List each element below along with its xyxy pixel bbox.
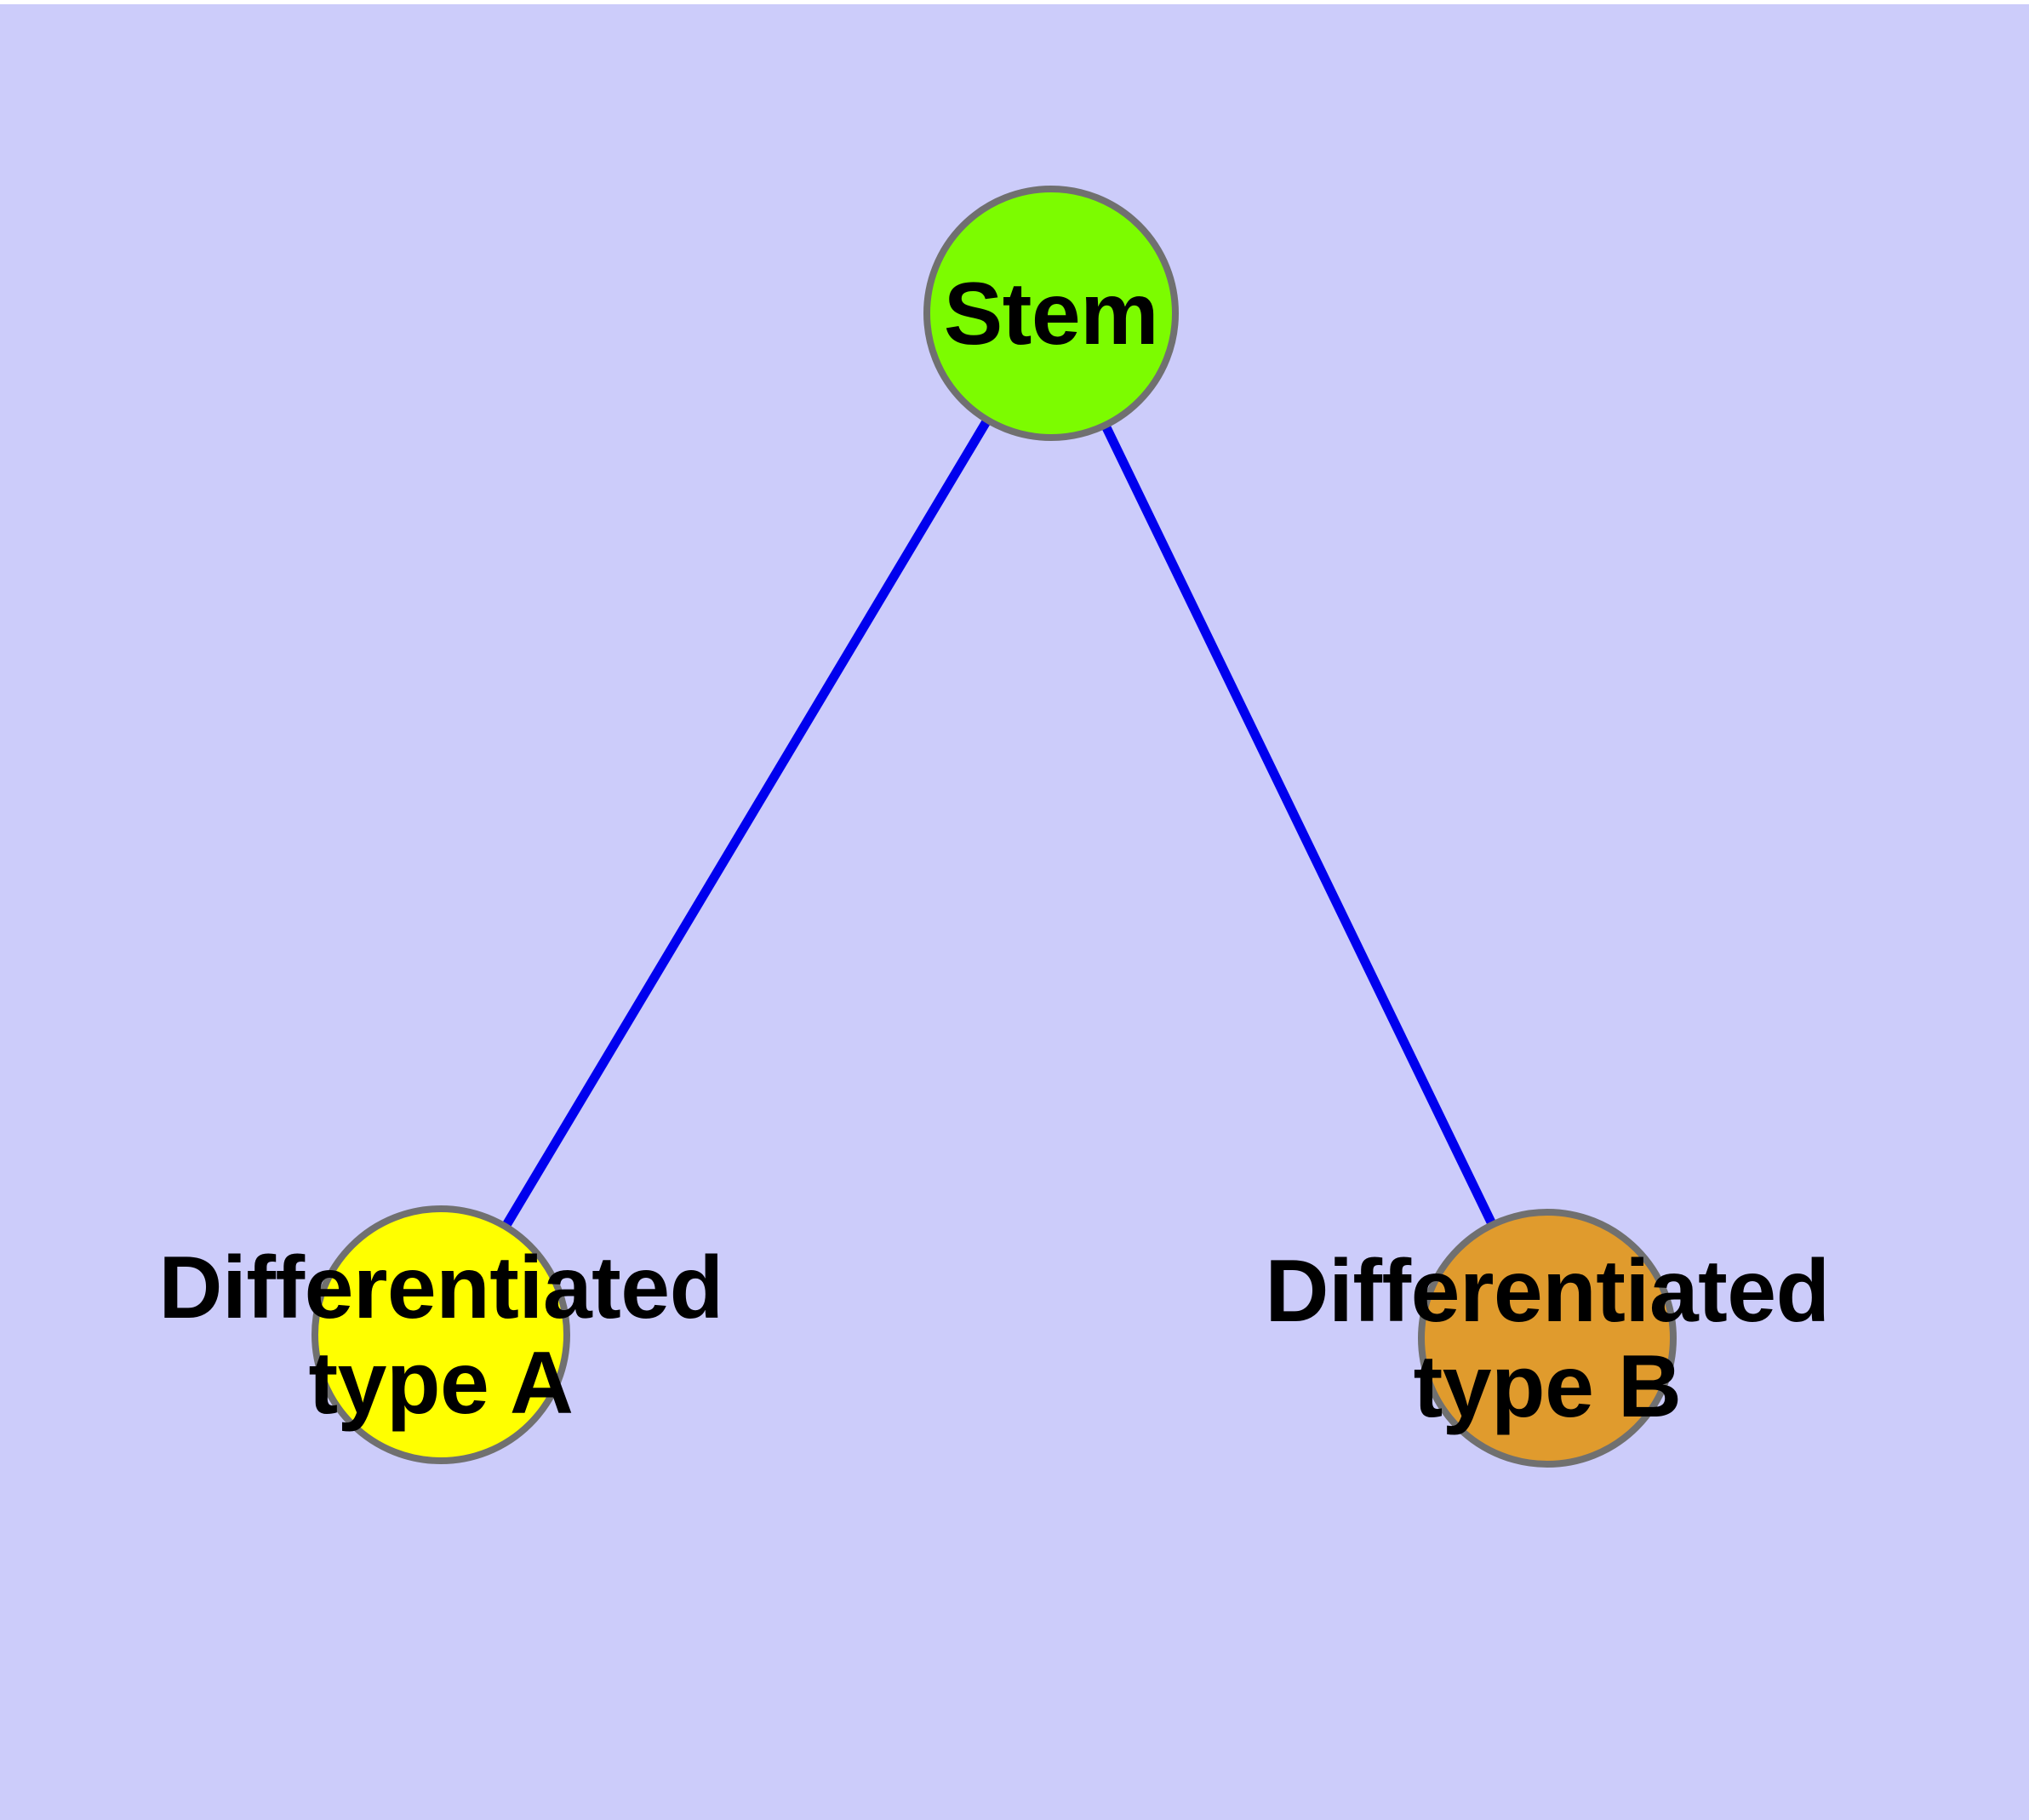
node-stem-circle[interactable] bbox=[923, 186, 1179, 441]
edge-stem-to-diff-a bbox=[437, 311, 1055, 1337]
node-diff-a-circle[interactable] bbox=[311, 1205, 570, 1464]
node-diff-b-circle[interactable] bbox=[1418, 1209, 1677, 1468]
edge-stem-to-diff-b bbox=[1047, 311, 1552, 1341]
node-layer bbox=[311, 186, 1677, 1468]
edge-layer bbox=[437, 311, 1552, 1341]
